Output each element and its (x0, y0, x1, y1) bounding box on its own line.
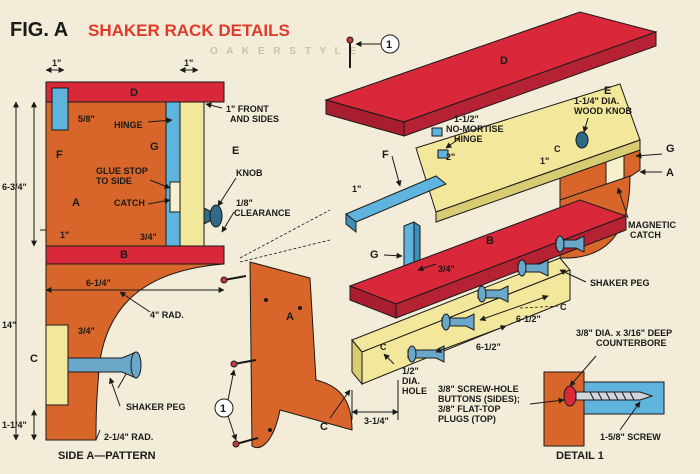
part-label-b: B (486, 235, 494, 247)
wood-knob-shape (575, 131, 589, 149)
part-f-section (51, 87, 69, 131)
fig-label: FIG. A (10, 19, 68, 41)
part-label-c-left: C (30, 353, 38, 365)
dim-1in-e: 1" (540, 156, 549, 166)
part-label-a-left: A (72, 197, 80, 209)
part-b-shelf-section (45, 245, 225, 265)
part-label-e-left: E (232, 145, 239, 157)
part-label-c: C (320, 421, 328, 433)
label-front-1: 1" FRONT (226, 104, 269, 114)
part-label-f-left: F (56, 149, 63, 161)
label-2-1-4-rad: 2-1/4" RAD. (104, 432, 153, 442)
dim-1in-f: 1" (352, 184, 361, 194)
callout-1-top-num: 1 (386, 39, 392, 51)
dim-1in-left: 1" (52, 58, 61, 68)
label-half-dia-3: HOLE (402, 386, 427, 396)
label-shaker-peg-right: SHAKER PEG (590, 278, 650, 288)
label-knob-dia-1: 1-1/4" DIA. (574, 96, 619, 106)
page-title: SHAKER RACK DETAILS (88, 21, 290, 40)
dim-1in-right: 1" (184, 58, 193, 68)
part-label-a: A (286, 311, 294, 323)
dim-2in: 2" (446, 152, 455, 162)
label-front-2: AND SIDES (230, 114, 279, 124)
part-label-g: G (370, 249, 379, 261)
part-label-d-left: D (130, 87, 138, 99)
dim-5-8: 5/8" (78, 114, 95, 124)
catch-shape (169, 181, 181, 213)
label-counterbore-1: 3/8" DIA. x 3/16" DEEP (576, 328, 672, 338)
label-counterbore-2: COUNTERBORE (596, 338, 667, 348)
label-magnetic-2: CATCH (630, 230, 661, 240)
label-shaker-peg-left: SHAKER PEG (126, 402, 186, 412)
dim-6-1-4: 6-1/4" (86, 278, 111, 288)
label-cl-e: C (554, 144, 561, 154)
label-buttons-1: 3/8" SCREW-HOLE (438, 384, 519, 394)
exploded-view: D 1 E F G B (214, 11, 676, 448)
dim-1in-mid: 1" (60, 230, 69, 240)
label-glue-stop-1: GLUE STOP (96, 166, 148, 176)
label-detail-1: DETAIL 1 (556, 450, 604, 462)
label-side-a-pattern: SIDE A—PATTERN (58, 450, 156, 462)
label-magnetic-1: MAGNETIC (628, 220, 676, 230)
part-e-door-section (179, 101, 205, 247)
dim-3-4-a: 3/4" (140, 232, 157, 242)
dim-14: 14" (2, 320, 16, 330)
side-a-pattern: 1" 1" D 5/8" F HINGE G 1" FRONT AND SIDE… (2, 58, 291, 462)
callout-1-bottom (214, 398, 234, 418)
dim-6-1-2-b: 6-1/2" (476, 342, 501, 352)
label-clearance-2: CLEARANCE (234, 208, 291, 218)
label-half-dia-2: DIA. (402, 376, 420, 386)
dim-3-4-b: 3/4" (78, 326, 95, 336)
part-label-b-left: B (120, 249, 128, 261)
part-a-side (249, 261, 353, 448)
part-label-d: D (500, 55, 508, 67)
label-cl-peg: C (560, 302, 567, 312)
label-knob: KNOB (236, 168, 263, 178)
label-half-dia-1: 1/2" (402, 366, 419, 376)
watermark-text: O A K E R S T Y L E (210, 46, 359, 57)
label-glue-stop-2: TO SIDE (96, 176, 132, 186)
label-catch: CATCH (114, 198, 145, 208)
dim-6-1-2-a: 6-1/2" (516, 314, 541, 324)
screw-shape (575, 391, 654, 401)
detail-1: 3/8" DIA. x 3/16" DEEP COUNTERBORE 3/8" … (438, 328, 672, 462)
part-f-bar (345, 175, 447, 223)
dim-3-1-4: 3-1/4" (364, 416, 389, 426)
label-buttons-2: BUTTONS (SIDES); (438, 394, 520, 404)
label-hinge-1: 1-1/2" (454, 114, 479, 124)
callout-1-bottom-num: 1 (220, 403, 226, 415)
label-hinge-3: HINGE (454, 134, 483, 144)
part-label-g-left: G (150, 141, 159, 153)
label-screw: 1-5/8" SCREW (600, 432, 661, 442)
label-hinge: HINGE (114, 120, 143, 130)
part-label-f: F (382, 149, 389, 161)
part-g-section (165, 101, 181, 247)
part-c-bracket-section (45, 263, 225, 441)
label-buttons-4: PLUGS (TOP) (438, 414, 496, 424)
part-label-e: E (604, 85, 611, 97)
knob-shape (209, 204, 223, 228)
label-cl-hole: C (380, 342, 387, 352)
label-buttons-3: 3/8" FLAT-TOP (438, 404, 500, 414)
label-clearance-1: 1/8" (236, 198, 253, 208)
part-label-g-right: G (666, 143, 675, 155)
label-hinge-2: NO-MORTISE (446, 124, 504, 134)
dim-6-3-4: 6-3/4" (2, 182, 27, 192)
dim-1-1-4: 1-1/4" (2, 420, 27, 430)
dim-3-4-c: 3/4" (438, 264, 455, 274)
part-label-a-right: A (666, 167, 674, 179)
label-knob-dia-2: WOOD KNOB (574, 106, 632, 116)
label-4-rad: 4" RAD. (150, 310, 184, 320)
